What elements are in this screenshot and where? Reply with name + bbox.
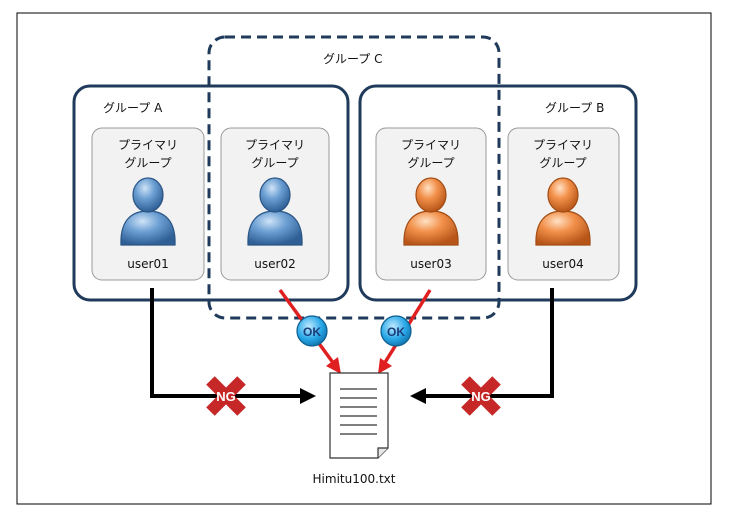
ng-badge-left: NG [206, 376, 246, 416]
primary-group-label: グループ [251, 156, 298, 170]
cross-icon [206, 376, 246, 416]
user-card-user01: プライマリ グループ user01 [91, 127, 205, 281]
ng-badge-text: NG [216, 389, 236, 404]
group-c-box [207, 35, 501, 320]
user-card-user04: プライマリ グループ user04 [507, 127, 620, 281]
primary-group-label: プライマリ [118, 138, 178, 152]
user-card-user02: プライマリ グループ user02 [220, 127, 330, 281]
arrow-right-denied [410, 288, 554, 404]
ok-badge-text: OK [387, 325, 405, 339]
ng-badge-right: NG [461, 376, 501, 416]
ok-badge-left: OK [296, 315, 328, 347]
ok-badge-right: OK [380, 315, 412, 347]
group-b-label: グループ B [545, 101, 604, 115]
group-a-label: グループ A [103, 101, 163, 115]
file-name: Himitu100.txt [313, 472, 396, 486]
ng-badge-text: NG [471, 389, 491, 404]
cross-icon [461, 376, 501, 416]
primary-group-label: プライマリ [533, 138, 593, 152]
primary-group-label: グループ [539, 156, 586, 170]
document-icon [329, 372, 389, 459]
user-blue-icon [120, 177, 176, 246]
user-card-user03: プライマリ グループ user03 [375, 127, 487, 281]
arrow-left-denied [150, 288, 316, 404]
username: user03 [410, 257, 451, 271]
username: user04 [542, 257, 583, 271]
outer-frame [16, 12, 712, 505]
primary-group-label: グループ [407, 156, 454, 170]
primary-group-label: プライマリ [401, 138, 461, 152]
username: user02 [254, 257, 295, 271]
username: user01 [127, 257, 168, 271]
user-orange-icon [403, 177, 459, 246]
group-c-label: グループ C [323, 52, 382, 66]
primary-group-label: グループ [124, 156, 171, 170]
user-blue-icon [247, 177, 303, 246]
user-orange-icon [535, 177, 591, 246]
ok-badge-text: OK [303, 325, 321, 339]
group-a-box [72, 84, 350, 302]
primary-group-label: プライマリ [245, 138, 305, 152]
